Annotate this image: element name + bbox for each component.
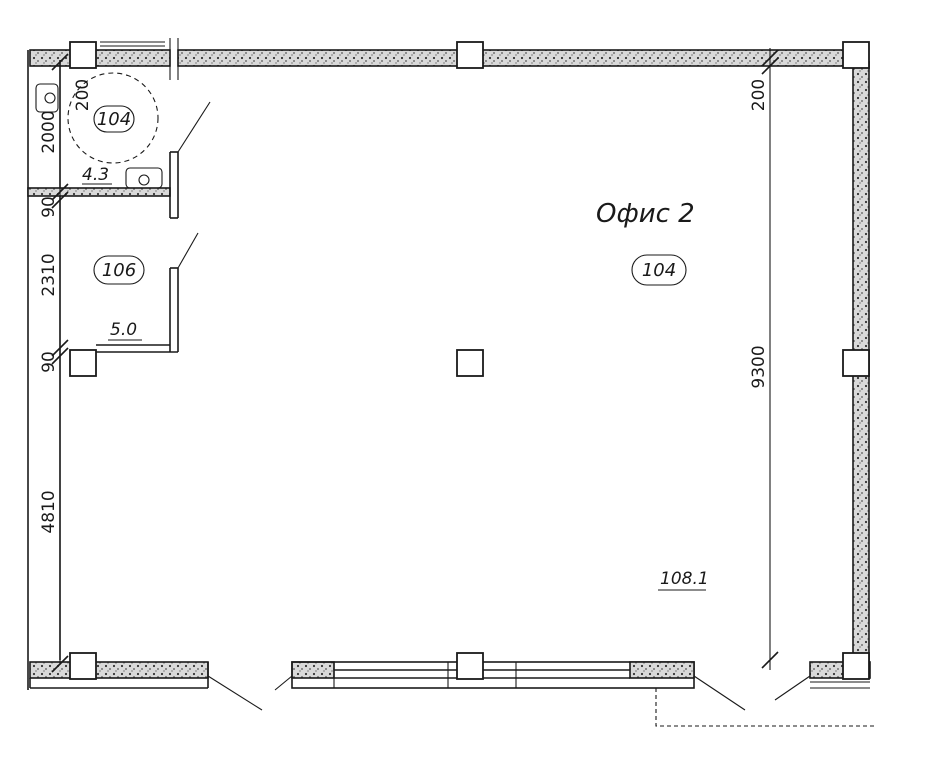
left-dimension-chain: 2000 90 2310 90 4810: [39, 53, 69, 673]
column: [69, 41, 97, 69]
structural-columns: [69, 41, 870, 680]
column: [842, 349, 870, 377]
room-number: 106: [102, 260, 136, 281]
dimension-label: 9300: [749, 345, 769, 388]
room-tag-105: 104: [93, 105, 135, 133]
partitions: [27, 72, 211, 353]
column: [842, 652, 870, 680]
dimension-label: 200: [73, 79, 93, 111]
dimension-label: 2000: [39, 110, 59, 153]
toilet-icon: [35, 83, 59, 113]
column: [69, 349, 97, 377]
sink-icon: [125, 167, 163, 189]
door-swing-circle: [67, 72, 159, 164]
top-wall: [29, 38, 869, 80]
dimension-label: 90: [39, 196, 59, 218]
dimension-label: 200: [749, 79, 769, 111]
column: [842, 41, 870, 69]
room-area-105: 4.3: [82, 165, 109, 185]
dimension-label: 4810: [39, 490, 59, 533]
room-number: 104: [97, 109, 131, 130]
bottom-door-swings: [207, 675, 811, 711]
column: [69, 652, 97, 680]
room-area-106: 5.0: [110, 320, 137, 340]
office-title: Офис 2: [596, 199, 695, 229]
room-number: 104: [642, 260, 676, 281]
room-tag-106: 106: [93, 255, 145, 285]
dimension-label: 2310: [39, 253, 59, 296]
column: [456, 349, 484, 377]
right-dimension-chain: 200 9300: [749, 48, 779, 670]
room-tag-104: 104: [631, 254, 687, 286]
room-area-104: 108.1: [660, 569, 709, 589]
dimension-label: 90: [39, 351, 59, 373]
bottom-wall: [29, 661, 875, 727]
column: [456, 652, 484, 680]
column: [456, 41, 484, 69]
